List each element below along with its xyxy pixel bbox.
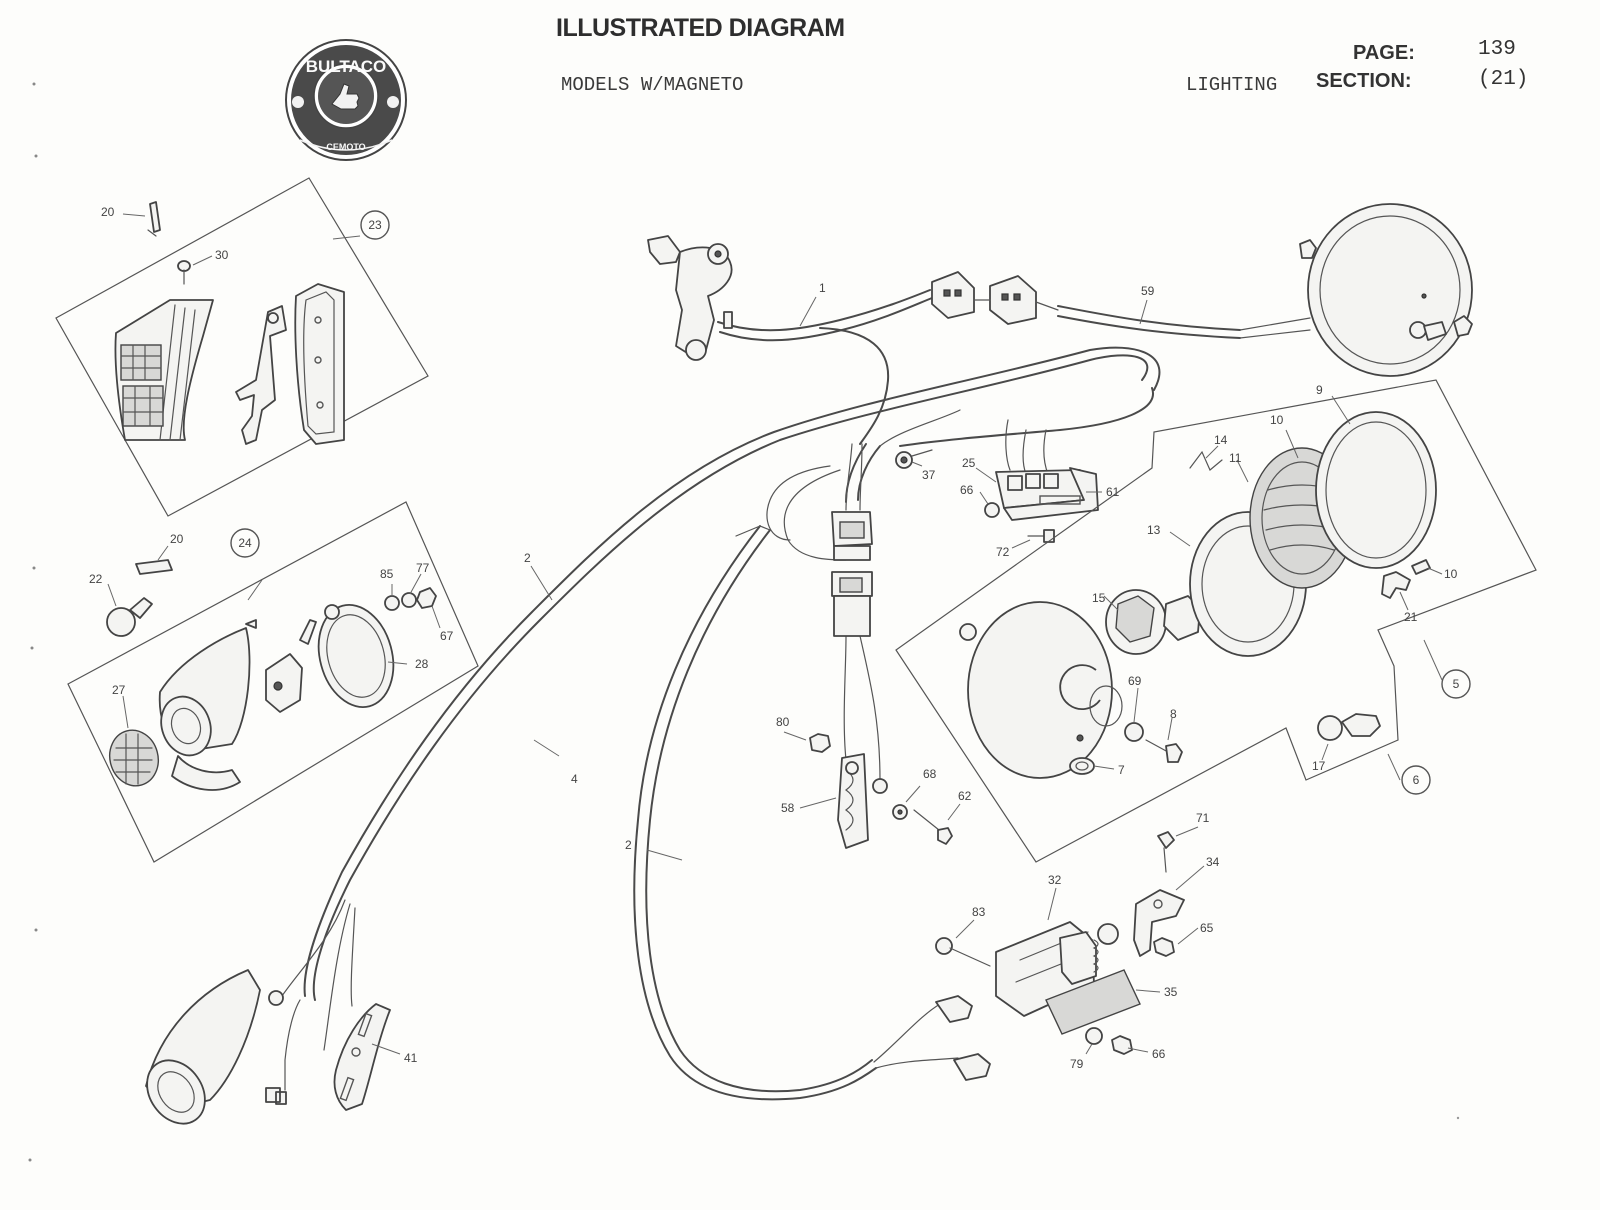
part-label-20: 20 [101,205,115,219]
part-label-67: 67 [440,629,454,643]
section-number: (21) [1478,68,1529,91]
part-label-27: 27 [112,683,126,697]
central-connectors-group: 58 80 68 62 [776,511,972,849]
part-label-66-upper: 66 [960,483,974,497]
bultaco-logo: BULTACO CEMOTO [285,39,407,161]
part-label-1: 1 [819,281,826,295]
part-label-34: 34 [1206,855,1220,869]
part-label-10-upper: 10 [1270,413,1284,427]
part-label-77: 77 [416,561,430,575]
callout-5 [1441,669,1471,699]
callout-23 [360,210,390,240]
scan-speckles [28,82,1460,1162]
stop-switch-group: 83 32 34 71 65 35 79 66 [935,811,1220,1081]
tail-light-assembly-box: 23 20 30 [55,177,429,517]
part-label-58: 58 [781,801,795,815]
part-label-59: 59 [1141,284,1155,298]
part-label-22: 22 [89,572,103,586]
part-label-35: 35 [1164,985,1178,999]
part-label-4: 4 [571,772,578,786]
part-label-15: 15 [1092,591,1106,605]
part-label-72: 72 [996,545,1010,559]
page-number: 139 [1478,38,1516,61]
part-label-79: 79 [1070,1057,1084,1071]
part-label-61: 61 [1106,485,1120,499]
part-label-21: 21 [1404,610,1418,624]
headlight-shell-group [1299,203,1473,377]
part-label-7: 7 [1118,763,1125,777]
part-label-37: 37 [922,468,936,482]
part-label-28: 28 [415,657,429,671]
callout-6-label: 6 [1413,773,1420,787]
part-label-17: 17 [1312,759,1326,773]
headlight-assembly-box: 5 9 10 11 14 13 15 21 10 69 8 7 [895,379,1537,863]
part-label-14: 14 [1214,433,1228,447]
part-label-62: 62 [958,789,972,803]
part-label-11: 11 [1229,451,1242,465]
callout-6 [1401,765,1431,795]
callout-24-label: 24 [238,536,252,550]
part-label-71: 71 [1196,811,1210,825]
part-label-9: 9 [1316,383,1323,397]
part-label-41: 41 [404,1051,418,1065]
part-label-83: 83 [972,905,986,919]
diagram-title: ILLUSTRATED DIAGRAM [556,14,845,42]
part-label-8: 8 [1170,707,1177,721]
wiring-harness: 2 4 2 1 59 41 [145,281,1311,1125]
handlebar-switch-group [647,235,1059,361]
terminal-block-group: 61 25 66 72 37 [895,419,1120,559]
page-label: PAGE: [1353,42,1415,64]
part-label-2-lower: 2 [625,838,632,852]
part-label-65: 65 [1200,921,1214,935]
pilot-bulb-box: 6 17 [1312,713,1431,795]
part-label-30: 30 [215,248,229,262]
part-label-20-b: 20 [170,532,184,546]
callout-5-label: 5 [1453,677,1460,691]
part-label-80: 80 [776,715,790,729]
section-name: LIGHTING [1186,74,1278,96]
callout-23-label: 23 [368,218,382,232]
part-label-66-lower: 66 [1152,1047,1166,1061]
part-label-85: 85 [380,567,394,581]
logo-brand-text: BULTACO [306,57,387,76]
part-label-13: 13 [1147,523,1161,537]
part-label-2-upper: 2 [524,551,531,565]
part-label-10-lower: 10 [1444,567,1458,581]
part-label-68: 68 [923,767,937,781]
callout-24 [230,528,260,558]
part-label-32: 32 [1048,873,1062,887]
part-label-69: 69 [1128,674,1142,688]
section-label: SECTION: [1316,70,1412,92]
models-subtitle: MODELS W/MAGNETO [561,74,744,96]
logo-maker-text: CEMOTO [326,142,365,152]
part-label-25: 25 [962,456,976,470]
parking-light-assembly-box: 24 20 22 27 28 85 77 67 [67,501,479,863]
